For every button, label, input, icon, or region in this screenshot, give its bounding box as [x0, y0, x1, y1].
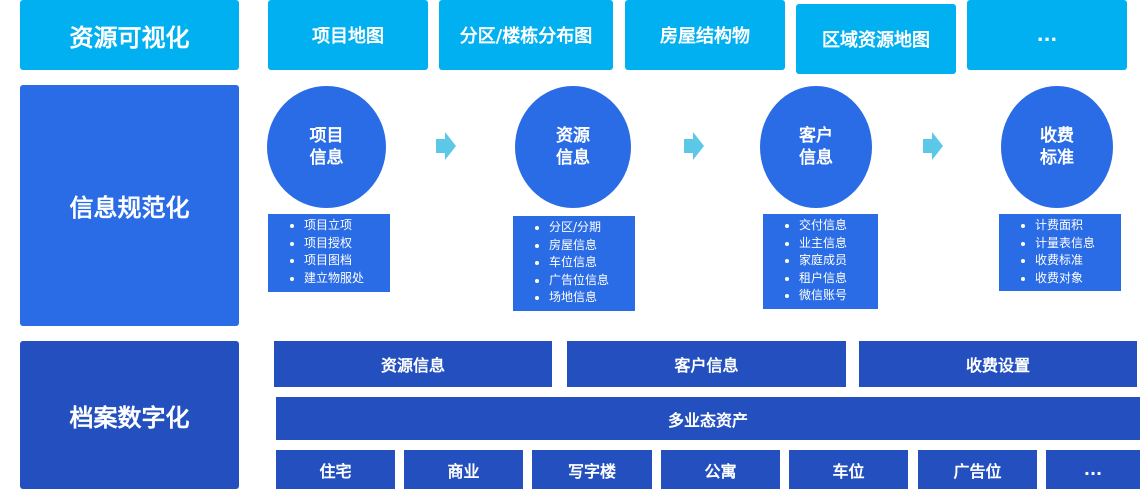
- step-customer-info: 客户 信息: [760, 86, 872, 208]
- list-item: 计量表信息: [1021, 235, 1115, 253]
- row-title-digitization: 档案数字化: [20, 341, 239, 489]
- list-item: 分区/分期: [535, 219, 629, 237]
- list-item: 收费对象: [1021, 270, 1115, 288]
- list-item: 项目图档: [290, 252, 384, 270]
- asset-apartment: 公寓: [661, 450, 780, 489]
- customer-info-list: 交付信息 业主信息 家庭成员 租户信息 微信账号: [763, 214, 878, 309]
- list-item: 收费标准: [1021, 252, 1115, 270]
- step-label-line2: 标准: [1040, 148, 1074, 168]
- asset-office: 写字楼: [532, 450, 652, 489]
- project-info-list: 项目立项 项目授权 项目图档 建立物服处: [268, 214, 390, 292]
- digit-resource-info: 资源信息: [274, 341, 552, 387]
- fee-standard-list: 计费面积 计量表信息 收费标准 收费对象: [999, 214, 1121, 291]
- list-item: 项目授权: [290, 235, 384, 253]
- digit-fee-settings: 收费设置: [859, 341, 1137, 387]
- list-item: 房屋信息: [535, 237, 629, 255]
- arrow-right-icon: [684, 132, 704, 164]
- list-item: 租户信息: [785, 270, 872, 288]
- step-label-line2: 信息: [309, 148, 344, 168]
- list-item: 交付信息: [785, 217, 872, 235]
- digit-multi-format-assets: 多业态资产: [276, 397, 1140, 440]
- list-item: 车位信息: [535, 254, 629, 272]
- list-item: 广告位信息: [535, 272, 629, 290]
- vis-item-structure: 房屋结构物: [625, 0, 785, 70]
- list-item: 业主信息: [785, 235, 872, 253]
- step-label-line2: 信息: [799, 148, 833, 168]
- arrow-right-icon: [923, 132, 943, 164]
- vis-item-region-map: 区域资源地图: [796, 4, 956, 74]
- resource-info-list: 分区/分期 房屋信息 车位信息 广告位信息 场地信息: [513, 216, 635, 311]
- step-project-info: 项目 信息: [267, 86, 386, 208]
- list-item: 项目立项: [290, 217, 384, 235]
- asset-parking: 车位: [789, 450, 908, 489]
- step-label-line1: 客户: [799, 126, 833, 146]
- vis-item-project-map: 项目地图: [268, 0, 428, 70]
- step-label-line1: 资源: [556, 126, 590, 146]
- row-title-visualization: 资源可视化: [20, 0, 239, 70]
- list-item: 建立物服处: [290, 270, 384, 288]
- step-fee-standard: 收费 标准: [1001, 86, 1113, 208]
- list-item: 微信账号: [785, 287, 872, 305]
- vis-item-building-map: 分区/楼栋分布图: [439, 0, 613, 70]
- asset-more: ...: [1046, 450, 1140, 489]
- asset-ad-space: 广告位: [918, 450, 1037, 489]
- step-label-line2: 信息: [556, 148, 590, 168]
- step-label-line1: 项目: [309, 126, 344, 146]
- digit-customer-info: 客户信息: [567, 341, 846, 387]
- list-item: 家庭成员: [785, 252, 872, 270]
- arrow-right-icon: [436, 132, 456, 164]
- step-resource-info: 资源 信息: [515, 86, 631, 208]
- list-item: 场地信息: [535, 289, 629, 307]
- vis-item-more: ...: [967, 0, 1127, 70]
- row-title-standardization: 信息规范化: [20, 85, 239, 326]
- list-item: 计费面积: [1021, 217, 1115, 235]
- step-label-line1: 收费: [1040, 126, 1074, 146]
- asset-commercial: 商业: [404, 450, 523, 489]
- asset-residential: 住宅: [276, 450, 395, 489]
